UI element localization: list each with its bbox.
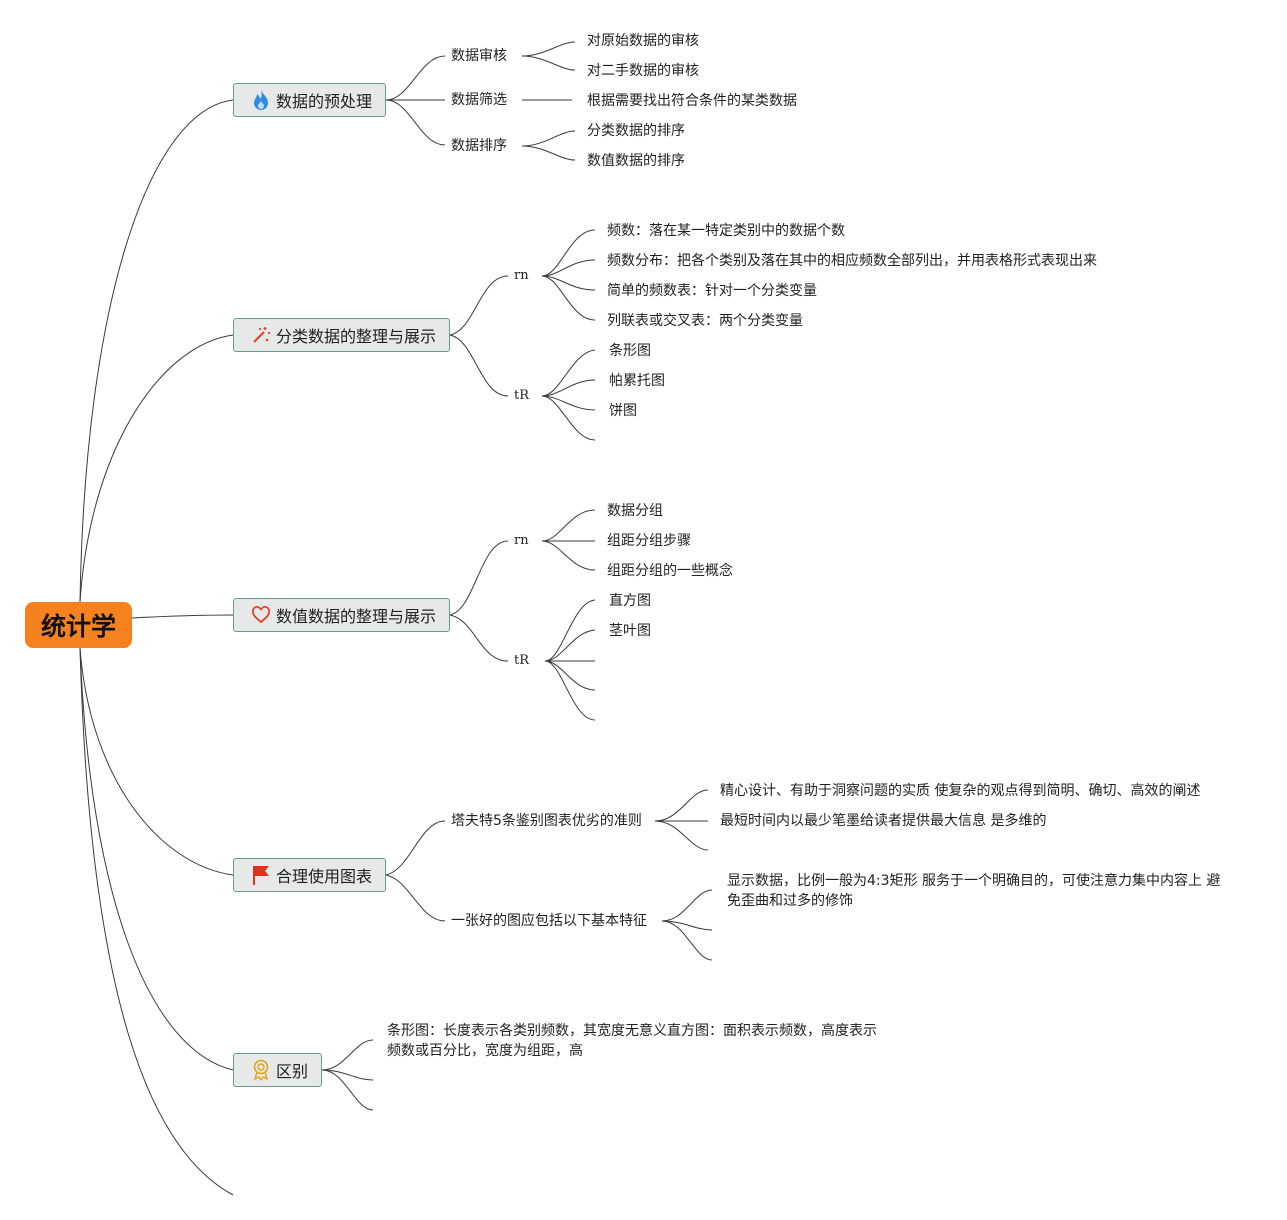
topic-data-filter[interactable]: 数据筛选 — [451, 92, 507, 108]
link-b2-c1 — [449, 275, 509, 336]
leaf-contingency-table[interactable]: 列联表或交叉表：两个分类变量 — [607, 313, 803, 329]
link-root-b5 — [79, 647, 234, 1071]
link-b5-g1 — [321, 1039, 374, 1071]
link-b4-c1-g3 — [654, 820, 709, 851]
link-b4-c2-g3 — [661, 920, 713, 961]
leaf-max-information[interactable]: 最短时间内以最少笔墨给读者提供最大信息 是多维的 — [720, 813, 1047, 829]
branch-node-charts-usage[interactable]: 合理使用图表 — [233, 858, 386, 892]
link-b2-c1-g2 — [541, 259, 596, 277]
topic-tr[interactable]: tR — [514, 388, 530, 403]
branch-label: 分类数据的整理与展示 — [276, 327, 437, 346]
leaf-pareto-chart[interactable]: 帕累托图 — [609, 373, 665, 389]
link-b1-c1-g2 — [521, 55, 576, 71]
leaf-bar-vs-histogram[interactable]: 条形图：长度表示各类别频数，其宽度无意义直方图：面积表示频数，高度表示频数或百分… — [387, 1023, 877, 1059]
award-icon — [250, 1059, 272, 1081]
leaf-bar-chart[interactable]: 条形图 — [609, 343, 651, 359]
leaf-careful-design[interactable]: 精心设计、有助于洞察问题的实质 使复杂的观点得到简明、确切、高效的阐述 — [720, 783, 1201, 799]
branch-node-difference[interactable]: 区别 — [233, 1053, 322, 1087]
branch-node-preprocessing[interactable]: 数据的预处理 — [233, 83, 386, 117]
link-b1-c1 — [385, 55, 446, 101]
topic-data-audit[interactable]: 数据审核 — [451, 48, 507, 64]
fire-icon — [250, 89, 272, 111]
topic-rn[interactable]: rn — [514, 268, 529, 283]
leaf-display-data[interactable]: 显示数据，比例一般为4:3矩形 服务于一个明确目的，可使注意力集中内容上 避免歪… — [727, 873, 1221, 909]
magic-wand-icon — [250, 324, 272, 346]
link-root-extra — [79, 647, 234, 1196]
heart-icon — [250, 604, 272, 626]
leaf-stem-leaf[interactable]: 茎叶图 — [609, 623, 651, 639]
link-b4-c2 — [385, 874, 446, 922]
link-b3-c2-g5 — [544, 660, 596, 721]
leaf-simple-frequency-table[interactable]: 简单的频数表：针对一个分类变量 — [607, 283, 817, 299]
branch-node-numeric[interactable]: 数值数据的整理与展示 — [233, 598, 450, 632]
link-b3-c1 — [449, 540, 509, 616]
branch-label: 数据的预处理 — [276, 92, 373, 111]
topic-good-chart-features[interactable]: 一张好的图应包括以下基本特征 — [451, 913, 647, 929]
link-b2-c2-g1 — [541, 349, 596, 397]
root-node[interactable]: 统计学 — [25, 602, 132, 648]
link-b3-c1-g1 — [541, 509, 596, 542]
link-b1-c3-g1 — [521, 130, 576, 147]
leaf-filter-description[interactable]: 根据需要找出符合条件的某类数据 — [587, 93, 797, 109]
branch-label: 数值数据的整理与展示 — [276, 607, 437, 626]
branch-node-categorical[interactable]: 分类数据的整理与展示 — [233, 318, 450, 352]
link-root-b3 — [131, 614, 234, 619]
topic-data-sort[interactable]: 数据排序 — [451, 138, 507, 154]
link-root-b1 — [79, 99, 234, 603]
link-b1-c3-g2 — [521, 145, 576, 161]
link-b2-c2-g4 — [541, 395, 596, 441]
link-b4-c1-g1 — [654, 789, 709, 822]
link-b2-c2 — [449, 334, 509, 397]
leaf-frequency[interactable]: 频数：落在某一特定类别中的数据个数 — [607, 223, 845, 239]
branch-label: 区别 — [276, 1062, 309, 1081]
leaf-grouping-concepts[interactable]: 组距分组的一些概念 — [607, 563, 733, 579]
leaf-data-grouping[interactable]: 数据分组 — [607, 503, 663, 519]
leaf-numeric-sort[interactable]: 数值数据的排序 — [587, 153, 685, 169]
leaf-histogram[interactable]: 直方图 — [609, 593, 651, 609]
link-b2-c1-g4 — [541, 275, 596, 321]
leaf-pie-chart[interactable]: 饼图 — [609, 403, 637, 419]
link-b4-c1 — [385, 820, 446, 876]
link-b4-c2-g1 — [661, 889, 713, 922]
link-b2-c1-g1 — [541, 229, 596, 277]
root-label: 统计学 — [40, 612, 116, 641]
link-b3-c2-g1 — [544, 599, 596, 662]
topic-tufte-criteria[interactable]: 塔夫特5条鉴别图表优劣的准则 — [451, 813, 642, 829]
link-b3-c2-g2 — [544, 629, 596, 662]
leaf-frequency-distribution[interactable]: 频数分布：把各个类别及落在其中的相应频数全部列出，并用表格形式表现出来 — [607, 253, 1097, 269]
leaf-grouping-steps[interactable]: 组距分组步骤 — [607, 533, 691, 549]
link-b3-c2-g4 — [544, 660, 596, 691]
link-b2-c1-g3 — [541, 275, 596, 291]
link-root-b2 — [79, 334, 234, 603]
link-b1-c1-g1 — [521, 41, 576, 57]
link-b3-c1-g3 — [541, 540, 596, 571]
topic-rn[interactable]: rn — [514, 533, 529, 548]
link-b5-g3 — [321, 1069, 374, 1111]
leaf-categorical-sort[interactable]: 分类数据的排序 — [587, 123, 685, 139]
flag-icon — [250, 864, 272, 886]
link-b1-c3 — [385, 99, 446, 146]
link-b2-c2-g2 — [541, 379, 596, 397]
leaf-secondary-data-audit[interactable]: 对二手数据的审核 — [587, 63, 699, 79]
link-b2-c2-g3 — [541, 395, 596, 411]
link-root-b4 — [79, 647, 234, 876]
topic-tr[interactable]: tR — [514, 653, 530, 668]
leaf-original-data-audit[interactable]: 对原始数据的审核 — [587, 33, 699, 49]
link-b3-c2 — [449, 614, 509, 662]
branch-label: 合理使用图表 — [276, 867, 373, 886]
